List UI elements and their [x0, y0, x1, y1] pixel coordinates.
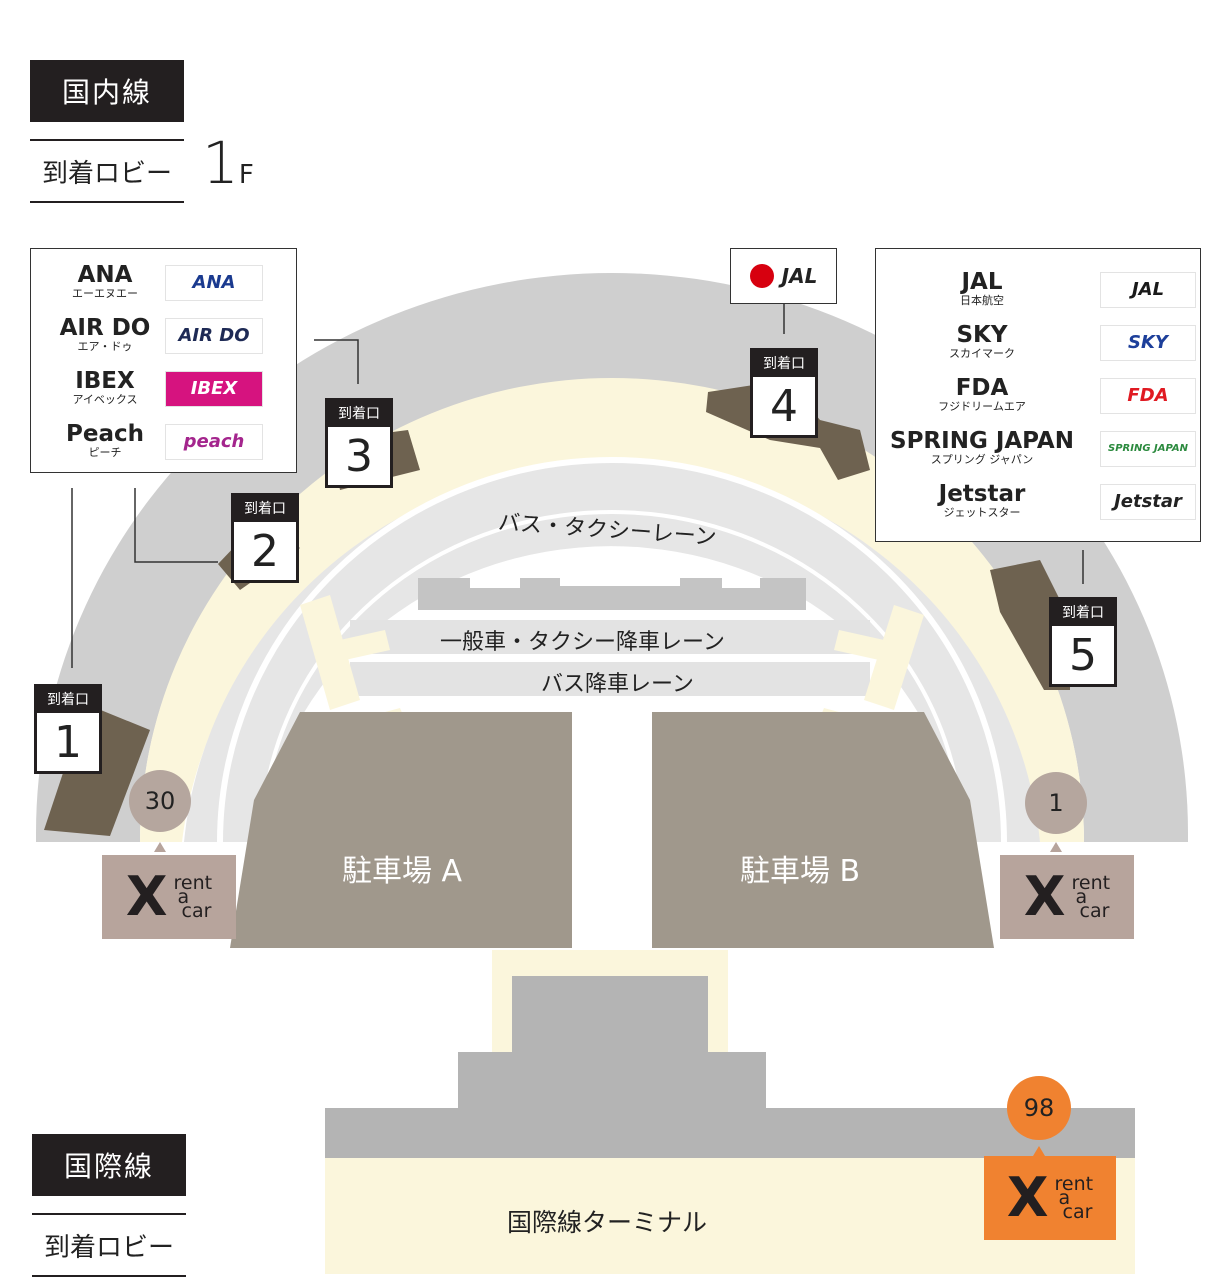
gate-number: 4	[770, 381, 798, 432]
international-terminal-label: 国際線ターミナル	[507, 1208, 708, 1237]
airline-name: AIR DO	[59, 315, 151, 342]
x-brand-icon: X	[1023, 865, 1066, 928]
airline-logo: FDA	[1100, 377, 1196, 414]
pin-pointer	[154, 842, 166, 852]
jal-logo-text: JAL	[781, 264, 818, 288]
parking-a-label: 駐車場 A	[342, 854, 463, 889]
airline-name: Jetstar	[938, 481, 1026, 508]
legend-jal-gate4: JAL	[730, 248, 837, 304]
arrival-gate-4: 到着口 4	[750, 348, 818, 438]
arrival-gate-1: 到着口 1	[34, 684, 102, 774]
airline-kana: エア・ドゥ	[77, 340, 133, 354]
airline-kana: スプリング ジャパン	[930, 453, 1034, 467]
gate-number: 5	[1069, 630, 1097, 681]
rental-spot-number-30: 30	[129, 770, 191, 832]
airline-kana: ピーチ	[88, 446, 122, 460]
airline-logo: ANA	[165, 264, 263, 301]
airline-logo: Jetstar	[1100, 483, 1196, 520]
pin-pointer	[1033, 1146, 1045, 1156]
airline-logo: AIR DO	[165, 317, 263, 354]
x-brand-icon: X	[1006, 1166, 1049, 1229]
international-terminal-roof	[325, 1108, 1135, 1158]
gate-title: 到着口	[37, 687, 99, 713]
central-block	[418, 578, 806, 610]
airline-name: SPRING JAPAN	[890, 428, 1074, 455]
parking-b-label: 駐車場 B	[740, 854, 861, 889]
airline-logo: JAL	[1100, 271, 1196, 308]
bus-dropoff-lane-label: バス降車レーン	[541, 672, 694, 697]
parking-lot-a	[230, 712, 572, 948]
airline-name: JAL	[961, 269, 1003, 296]
airline-kana: ジェットスター	[943, 506, 1021, 520]
airline-logo: IBEX	[165, 370, 263, 407]
rental-spot-number-1: 1	[1025, 772, 1087, 834]
floor-unit: F	[238, 160, 254, 190]
gate-title: 到着口	[1052, 600, 1114, 626]
domestic-lobby-label: 到着ロビー	[30, 139, 184, 203]
gate-number: 3	[345, 431, 373, 482]
airline-name: Peach	[66, 421, 144, 448]
airline-kana: 日本航空	[960, 294, 1004, 308]
gate-title: 到着口	[753, 351, 815, 377]
gate-title: 到着口	[328, 401, 390, 427]
arrival-gate-5: 到着口 5	[1049, 597, 1117, 687]
rental-spot-number-98: 98	[1007, 1076, 1071, 1140]
international-label: 国際線	[32, 1134, 186, 1196]
general-dropoff-lane-label: 一般車・タクシー降車レーン	[440, 630, 725, 655]
airline-kana: フジドリームエア	[938, 400, 1026, 414]
lane-area	[184, 462, 1040, 842]
domestic-label: 国内線	[30, 60, 184, 122]
floor-number: 1	[202, 129, 239, 197]
arrival-gate-3: 到着口 3	[325, 398, 393, 488]
airline-name: ANA	[77, 262, 133, 289]
gate-number: 2	[251, 526, 279, 577]
concourse-band	[140, 378, 1084, 842]
airline-logo: SKY	[1100, 324, 1196, 361]
pin-pointer	[1050, 842, 1062, 852]
airline-kana: スカイマーク	[949, 347, 1015, 361]
gate-number: 1	[54, 717, 82, 768]
airline-name: IBEX	[75, 368, 135, 395]
floor-indicator: 1F	[202, 134, 254, 192]
airline-logo: peach	[165, 423, 263, 460]
x-brand-icon: X	[125, 865, 168, 928]
airline-kana: アイベックス	[72, 393, 138, 407]
airline-kana: エーエヌエー	[72, 287, 138, 301]
parking-lot-b	[652, 712, 994, 948]
airline-name: SKY	[956, 322, 1008, 349]
gate-title: 到着口	[234, 496, 296, 522]
airline-name: FDA	[955, 375, 1009, 402]
jal-crane-icon	[749, 264, 774, 288]
airline-logo: SPRING JAPAN	[1100, 430, 1196, 467]
international-lobby-label: 到着ロビー	[32, 1213, 186, 1277]
arrival-gate-2: 到着口 2	[231, 493, 299, 583]
